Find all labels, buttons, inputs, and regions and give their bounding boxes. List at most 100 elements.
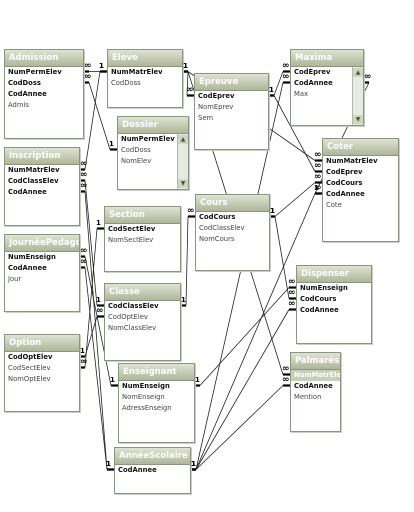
relationship-line <box>84 256 112 386</box>
field-nomeprev[interactable]: NomEprev <box>198 103 234 111</box>
scroll-down-arrow-icon[interactable]: ▼ <box>178 179 188 188</box>
table-title[interactable]: Admission <box>5 50 83 67</box>
table-title[interactable]: Dossier <box>118 117 188 134</box>
relationship-line <box>195 309 290 470</box>
field-adressenseign[interactable]: AdressEnseign <box>122 404 172 412</box>
field-numpermelev[interactable]: NumPermElev <box>8 68 62 76</box>
table-title[interactable]: Cours <box>196 195 269 212</box>
cardinality-one: 1 <box>191 459 196 468</box>
table-title[interactable]: Dispenser <box>297 266 371 283</box>
cardinality-many: ∞ <box>282 60 290 71</box>
field-codoptelev[interactable]: CodOptElev <box>8 353 53 361</box>
field-mention[interactable]: Mention <box>294 393 322 401</box>
table-title[interactable]: Inscription <box>5 148 79 165</box>
table-title[interactable]: JourněePedagogique <box>5 235 79 252</box>
field-codeprev[interactable]: CodEprev <box>198 92 235 100</box>
field-numenseign[interactable]: NumEnseign <box>122 382 170 390</box>
table-title[interactable]: Section <box>105 207 180 224</box>
cardinality-one: 1 <box>191 459 196 468</box>
table-title[interactable]: Palmarès <box>291 353 340 370</box>
field-cote[interactable]: Cote <box>326 201 342 209</box>
field-codeprev[interactable]: CodEprev <box>294 68 331 76</box>
field-list: NumMatrElevCodAnneeMention <box>291 370 340 403</box>
field-codcours[interactable]: CodCours <box>300 295 337 303</box>
field-codannee[interactable]: CodAnnee <box>8 264 47 272</box>
scroll-up-arrow-icon[interactable]: ▲ <box>178 135 188 144</box>
table-title[interactable]: Option <box>5 335 79 352</box>
field-coddoss[interactable]: CodDoss <box>121 146 151 154</box>
field-codsectelev[interactable]: CodSectElev <box>108 225 156 233</box>
table-title[interactable]: Maxima <box>291 50 363 67</box>
cardinality-one: 1 <box>106 459 111 468</box>
field-codeprev[interactable]: CodEprev <box>326 168 363 176</box>
field-codcours[interactable]: CodCours <box>326 179 363 187</box>
field-codannee[interactable]: CodAnnee <box>294 382 333 390</box>
cardinality-many: ∞ <box>80 169 88 180</box>
field-scrollbar[interactable]: ▲▼ <box>352 67 363 125</box>
field-codclasselev[interactable]: CodClassElev <box>8 177 59 185</box>
field-numenseign[interactable]: NumEnseign <box>8 253 56 261</box>
field-sem[interactable]: Sem <box>198 114 214 122</box>
scroll-down-arrow-icon[interactable]: ▼ <box>353 115 363 124</box>
table-title[interactable]: AnnéeScolaire <box>115 448 190 465</box>
field-nomoptelev[interactable]: NomOptElev <box>8 375 51 383</box>
field-scrollbar[interactable]: ▲▼ <box>177 134 188 189</box>
table-palmares[interactable]: PalmarèsNumMatrElevCodAnneeMention <box>290 352 341 432</box>
relationship-line <box>273 95 316 172</box>
field-nummatrelev[interactable]: NumMatrElev <box>326 157 378 165</box>
scroll-up-arrow-icon[interactable]: ▲ <box>353 68 363 77</box>
field-nummatrelev[interactable]: NumMatrElev <box>8 166 60 174</box>
table-title[interactable]: Epreuve <box>195 74 268 91</box>
table-title[interactable]: Enseignant <box>119 364 194 381</box>
field-nomclasselev[interactable]: NomClassElev <box>108 324 157 332</box>
field-coddoss[interactable]: CodDoss <box>111 79 141 87</box>
field-nomelev[interactable]: NomElev <box>121 157 152 165</box>
field-codclasselev[interactable]: CodClassElev <box>199 224 245 232</box>
table-journee[interactable]: JourněePedagogiqueNumEnseignCodAnneeJour <box>4 234 80 312</box>
field-codsectelev[interactable]: CodSectElev <box>8 364 51 372</box>
field-nomcours[interactable]: NomCours <box>199 235 235 243</box>
field-codannee[interactable]: CodAnnee <box>300 306 339 314</box>
field-nummatrelev[interactable]: NumMatrElev <box>291 370 340 381</box>
field-coddoss[interactable]: CodDoss <box>8 79 41 87</box>
table-title[interactable]: Classe <box>105 284 180 301</box>
field-admis[interactable]: Admis <box>8 101 29 109</box>
field-codoptelev[interactable]: CodOptElev <box>108 313 148 321</box>
relationship-line <box>274 182 316 217</box>
field-codcours[interactable]: CodCours <box>199 213 236 221</box>
field-codannee[interactable]: CodAnnee <box>8 188 47 196</box>
cardinality-one: 1 <box>270 206 275 215</box>
field-numpermelev[interactable]: NumPermElev <box>121 135 175 143</box>
field-codannee[interactable]: CodAnnee <box>294 79 333 87</box>
field-codannee[interactable]: CodAnnee <box>118 466 157 474</box>
field-nomsectelev[interactable]: NomSectElev <box>108 236 154 244</box>
table-title[interactable]: Eleve <box>108 50 182 67</box>
field-nummatrelev[interactable]: NumMatrElev <box>111 68 163 76</box>
field-list: CodAnnee <box>115 465 190 476</box>
field-codannee[interactable]: CodAnnee <box>8 90 47 98</box>
field-jour[interactable]: Jour <box>8 275 22 283</box>
cardinality-many: ∞ <box>96 305 104 316</box>
field-codclasselev[interactable]: CodClassElev <box>108 302 159 310</box>
field-max[interactable]: Max <box>294 90 309 98</box>
field-numenseign[interactable]: NumEnseign <box>300 284 348 292</box>
field-nomenseign[interactable]: NomEnseign <box>122 393 165 401</box>
table-title[interactable]: Coter <box>323 139 398 156</box>
cardinality-many: ∞ <box>186 84 194 95</box>
field-codannee[interactable]: CodAnnee <box>326 190 365 198</box>
